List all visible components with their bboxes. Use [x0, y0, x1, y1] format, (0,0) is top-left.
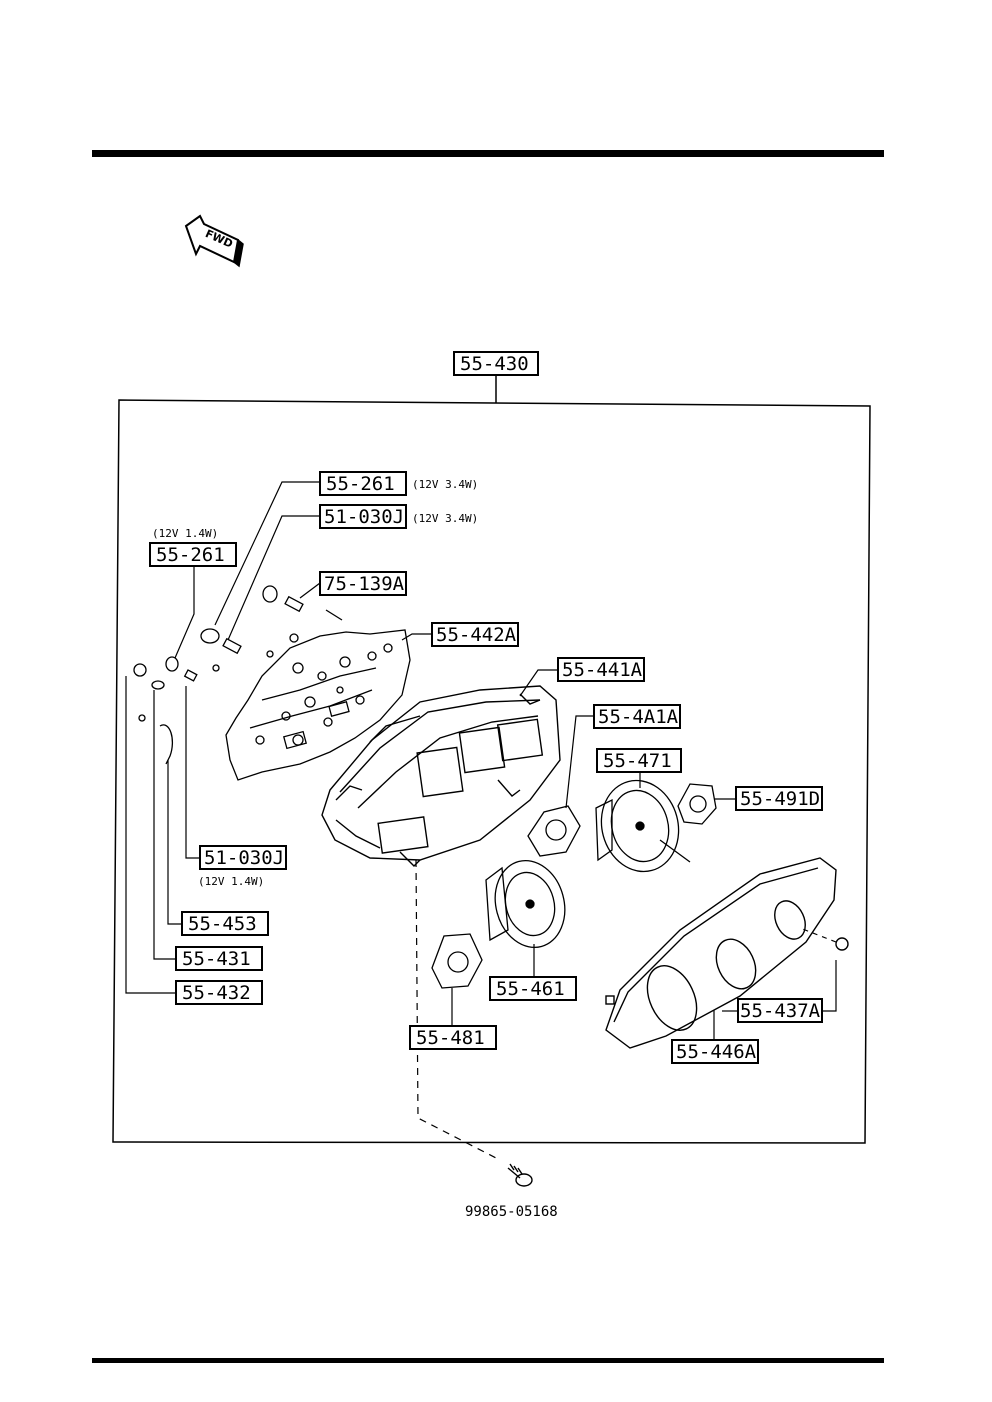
svg-text:55-461: 55-461 — [496, 978, 565, 1000]
part-label-55-432: 55-432 — [175, 980, 263, 1005]
small-gauge-unit — [431, 933, 483, 989]
gauge-unit-4a1a — [527, 805, 581, 857]
assembly-label: 55-430 — [460, 353, 529, 375]
svg-text:55-431: 55-431 — [182, 948, 251, 970]
part-label-75-139a: 75-139A — [319, 571, 407, 596]
svg-text:(12V 1.4W): (12V 1.4W) — [152, 527, 218, 540]
part-label-55-446a: 55-446A — [671, 1039, 759, 1064]
speedometer-unit — [595, 779, 691, 873]
fwd-arrow-icon: FWD — [184, 214, 244, 268]
svg-text:55-471: 55-471 — [603, 750, 672, 772]
svg-text:55-491D: 55-491D — [740, 788, 820, 810]
part-label-55-441a: 55-441A — [557, 657, 645, 682]
svg-text:55-261: 55-261 — [326, 473, 395, 495]
tachometer-unit — [485, 859, 566, 949]
part-label-55-461: 55-461 — [489, 976, 577, 1001]
svg-text:75-139A: 75-139A — [324, 573, 405, 595]
part-label-55-431: 55-431 — [175, 946, 263, 971]
svg-text:(12V 3.4W): (12V 3.4W) — [412, 478, 478, 491]
part-label-51-030j-left: 51-030J (12V 1.4W) — [198, 845, 287, 888]
part-label-55-437a: 55-437A — [737, 998, 823, 1023]
header-rule — [92, 150, 884, 157]
svg-text:55-4A1A: 55-4A1A — [598, 706, 679, 728]
part-label-55-471: 55-471 — [596, 748, 682, 773]
part-label-55-453: 55-453 — [181, 911, 269, 936]
svg-text:55-437A: 55-437A — [740, 1000, 821, 1022]
assembly-frame — [112, 399, 871, 1144]
svg-text:(12V 3.4W): (12V 3.4W) — [412, 512, 478, 525]
part-label-55-491d: 55-491D — [735, 786, 823, 811]
svg-text:51-030J: 51-030J — [204, 847, 284, 869]
svg-text:55-441A: 55-441A — [562, 659, 643, 681]
svg-text:(12V 1.4W): (12V 1.4W) — [198, 875, 264, 888]
svg-text:55-446A: 55-446A — [676, 1041, 757, 1063]
instrument-case — [321, 685, 561, 867]
meter-hood — [605, 857, 849, 1049]
part-label-55-442a: 55-442A — [431, 622, 519, 647]
printed-circuit-plate — [225, 629, 411, 781]
part-label-55-4a1a: 55-4A1A — [593, 704, 681, 729]
svg-text:51-030J: 51-030J — [324, 506, 404, 528]
footer-rule — [92, 1358, 884, 1363]
svg-text:55-261: 55-261 — [156, 544, 225, 566]
part-label-55-261-top: 55-261 (12V 3.4W) — [319, 471, 478, 496]
leader-lines — [125, 481, 837, 1161]
svg-text:55-432: 55-432 — [182, 982, 251, 1004]
screw-icon — [507, 1163, 533, 1187]
hardware-label: 99865-05168 — [465, 1204, 558, 1220]
svg-text:55-481: 55-481 — [416, 1027, 485, 1049]
fuel-gauge-unit — [677, 783, 717, 825]
svg-text:55-442A: 55-442A — [436, 624, 517, 646]
part-label-55-481: 55-481 — [409, 1025, 497, 1050]
svg-text:55-453: 55-453 — [188, 913, 257, 935]
part-label-55-261-left: (12V 1.4W) 55-261 — [149, 527, 237, 567]
part-label-51-030j-top: 51-030J (12V 3.4W) — [319, 504, 478, 529]
bulb-sockets — [133, 585, 343, 765]
